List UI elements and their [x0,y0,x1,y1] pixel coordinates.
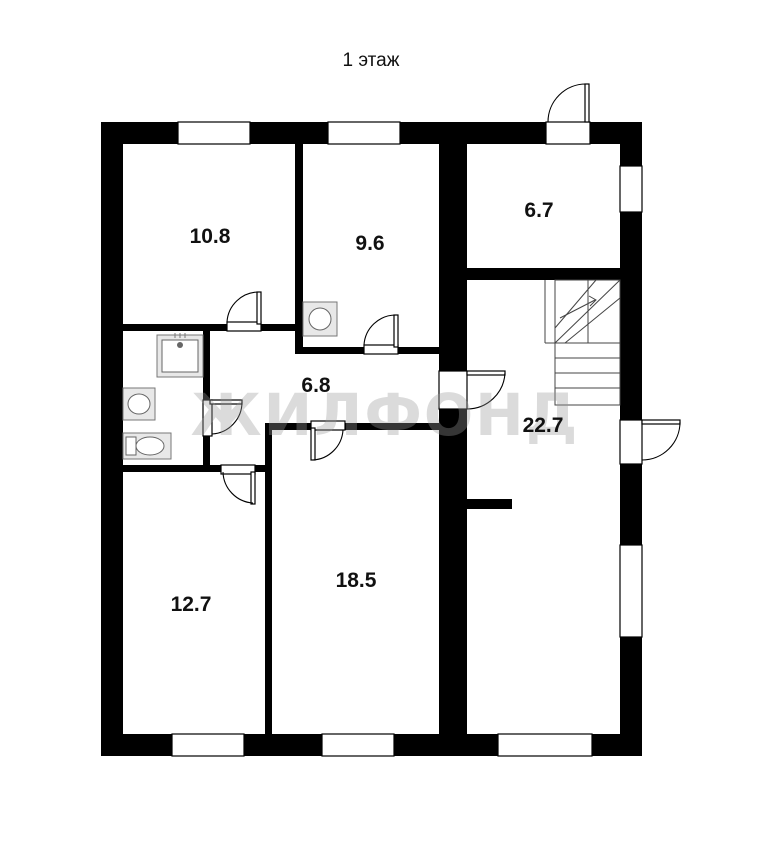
door-9-6 [393,314,399,348]
watermark: ЖИЛФОНД [191,381,580,449]
staircase-icon [544,279,621,406]
room-area-label: 22.7 [523,414,564,437]
window [497,733,593,757]
door-10-8 [256,291,262,325]
room-area-label: 12.7 [171,593,212,616]
entrance-door [584,83,590,123]
room-area-label: 6.7 [524,199,553,222]
window [619,165,643,213]
side-door [641,419,681,425]
window [321,733,395,757]
bathroom-fixtures [122,301,338,460]
door-12-7 [250,471,256,505]
room-area-label: 18.5 [336,569,377,592]
room-area-label: 10.8 [190,225,231,248]
window [171,733,245,757]
room-area-label: 6.8 [301,374,331,397]
window [619,544,643,638]
doors [202,83,681,505]
interior-walls [123,144,620,734]
window [327,121,401,145]
window [177,121,251,145]
windows [171,121,643,757]
floor-title: 1 этаж [343,50,400,71]
door-hall [466,370,506,376]
room-area-label: 9.6 [355,232,384,255]
